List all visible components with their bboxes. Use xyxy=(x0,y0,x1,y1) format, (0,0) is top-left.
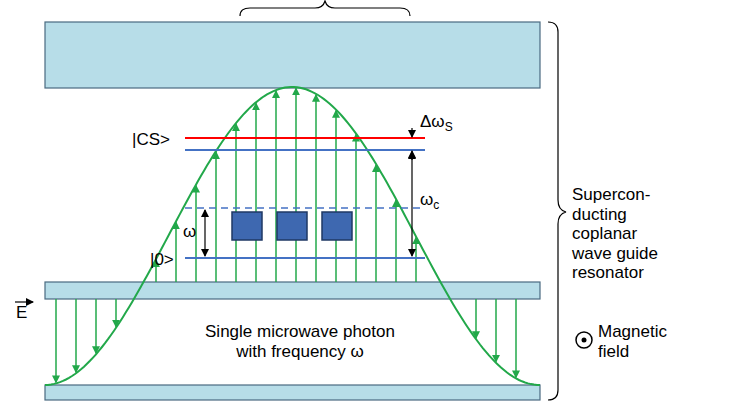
resonator-label: Supercon- ducting coplanar wave guide re… xyxy=(572,185,672,283)
field-arrow xyxy=(275,91,277,282)
field-arrow xyxy=(115,299,117,327)
omega-c-arrow xyxy=(411,152,412,256)
frequency-label: ω xyxy=(183,222,196,242)
field-arrow xyxy=(335,111,337,282)
field-arrow xyxy=(215,152,217,282)
photon-note: Single microwave photon with frequency ω xyxy=(195,322,405,361)
field-arrows xyxy=(56,88,516,382)
field-arrow xyxy=(175,222,177,282)
field-arrow xyxy=(475,299,477,338)
field-arrow xyxy=(515,299,517,377)
omega-arrow xyxy=(204,210,205,256)
field-label: E xyxy=(16,303,27,323)
quantum-dot xyxy=(322,212,352,240)
vector-arrow xyxy=(15,301,33,302)
field-arrow xyxy=(55,299,57,382)
field-arrow xyxy=(95,299,97,353)
cs-level xyxy=(185,137,425,139)
field-arrow xyxy=(255,103,257,282)
top-conductor xyxy=(45,22,540,88)
field-arrow xyxy=(375,165,377,282)
field-out-symbol xyxy=(582,338,587,343)
top-brace xyxy=(240,1,410,16)
frequency-label: ωc xyxy=(420,190,439,213)
delta-arrow xyxy=(411,151,412,160)
quantum-dot xyxy=(232,212,262,240)
state-label: |CS> xyxy=(132,130,170,150)
cs-level-shifted xyxy=(185,149,425,151)
photon-level xyxy=(185,207,425,209)
state-label: |0> xyxy=(150,250,174,270)
field-arrow xyxy=(415,237,417,282)
field-arrow xyxy=(75,299,77,372)
field-arrow xyxy=(295,88,297,282)
quantum-dot xyxy=(277,212,307,240)
field-arrow xyxy=(395,200,397,282)
field-label: Magnetic field xyxy=(598,322,678,361)
shift-label: ΔωS xyxy=(420,112,453,135)
field-arrow xyxy=(495,299,497,362)
field-out-symbol xyxy=(576,332,592,348)
center-conductor xyxy=(45,282,540,299)
field-arrow xyxy=(315,95,317,282)
right-brace xyxy=(548,22,566,400)
field-curve xyxy=(45,87,540,385)
bottom-conductor xyxy=(45,385,540,400)
ground-level xyxy=(185,257,425,259)
delta-arrow xyxy=(411,128,412,137)
